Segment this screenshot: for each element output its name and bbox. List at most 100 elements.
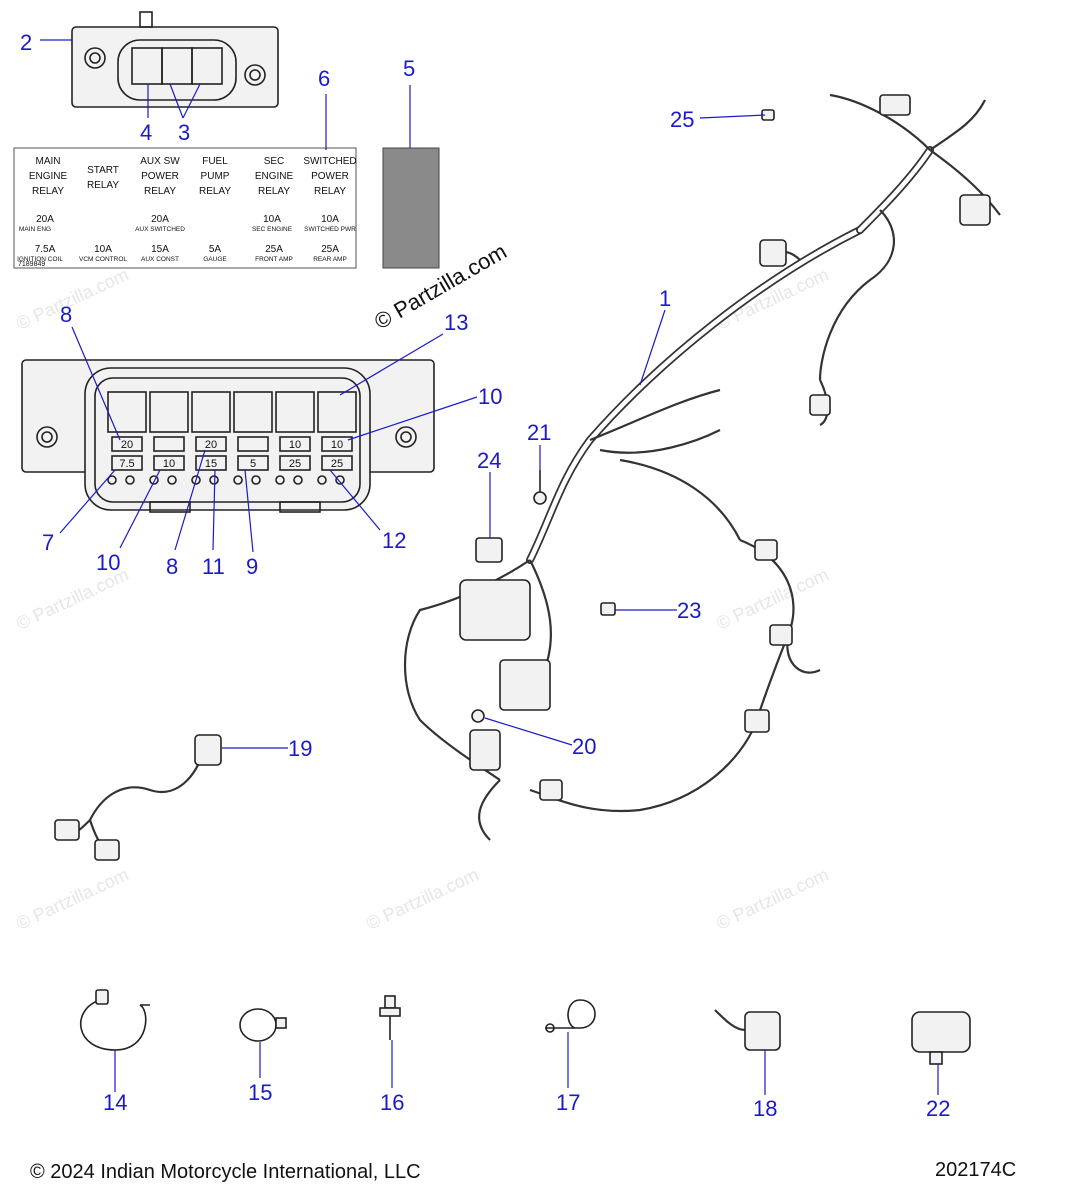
callout-16: 16 (380, 1090, 404, 1115)
relay-slots (107, 391, 357, 433)
fuse-name: GAUGE (203, 256, 227, 263)
callout-23: 23 (677, 598, 701, 623)
part-14-clamp[interactable] (79, 989, 150, 1051)
callout-18: 18 (753, 1096, 777, 1121)
fuse-name: IGNITION COIL (17, 256, 63, 263)
callout-21: 21 (527, 420, 551, 445)
relay-label: SWITCHED (303, 156, 356, 167)
part-relay-mount[interactable] (71, 11, 279, 108)
decal-fuse-row-2: 7.5A IGNITION COIL 10A VCM CONTROL 15A A… (17, 244, 347, 263)
relay-label: RELAY (32, 186, 64, 197)
fuse-name: AUX SWITCHED (135, 226, 185, 233)
relay-label: SEC (264, 156, 285, 167)
fuse-value: 25 (331, 458, 343, 470)
footer-diagram-id: 202174C (935, 1159, 1016, 1181)
part-18-connector[interactable] (714, 1009, 781, 1051)
callout-17: 17 (556, 1090, 580, 1115)
part-24[interactable] (475, 537, 503, 563)
fuse-name: AUX CONST (141, 256, 179, 263)
relay-label: ENGINE (29, 171, 68, 182)
part-21-bolt[interactable] (533, 470, 547, 505)
fuse-row-bottom: 7.5 10 15 5 25 25 (111, 455, 353, 471)
fuse-amp: 15A (151, 244, 169, 255)
fuse-value: 10 (289, 439, 301, 451)
relay-label: AUX SW (140, 156, 180, 167)
footer-copyright: © 2024 Indian Motorcycle International, … (30, 1161, 421, 1183)
callouts: 2 4 3 5 6 8 13 10 7 10 8 11 9 12 1 25 21… (20, 30, 950, 1121)
relay-label: POWER (311, 171, 349, 182)
part-15-tie[interactable] (239, 1008, 287, 1042)
part-22-connector[interactable] (911, 1011, 971, 1065)
fuse-value: 10 (331, 439, 343, 451)
callout-13: 13 (444, 310, 468, 335)
watermark: © Partzilla.com (713, 564, 831, 633)
fuse-value: 10 (163, 458, 175, 470)
fuse-amp: 20A (151, 214, 169, 225)
fuse-name: SEC ENGINE (252, 226, 293, 233)
fuse-decal[interactable]: MAIN ENGINE RELAY START RELAY AUX SW POW… (13, 147, 357, 269)
fuse-box[interactable]: 20 20 10 10 7.5 10 15 5 25 25 (21, 359, 435, 513)
fuse-name: VCM CONTROL (79, 256, 127, 263)
fuse-amp: 20A (36, 214, 54, 225)
callout-11: 11 (202, 554, 225, 579)
watermark: © Partzilla.com (13, 864, 131, 933)
fuse-amp: 5A (209, 244, 222, 255)
part-17-clip[interactable] (545, 999, 596, 1033)
relay-label: POWER (141, 171, 179, 182)
watermark: © Partzilla.com (363, 864, 481, 933)
callout-8: 8 (60, 302, 72, 327)
callout-2: 2 (20, 30, 32, 55)
callout-8: 8 (166, 554, 178, 579)
callout-3: 3 (178, 120, 190, 145)
fuse-value: 20 (121, 439, 133, 451)
watermark: © Partzilla.com (713, 864, 831, 933)
callout-12: 12 (382, 528, 406, 553)
relay-label: RELAY (144, 186, 176, 197)
fuse-amp: 10A (94, 244, 112, 255)
decal-relay-labels: MAIN ENGINE RELAY START RELAY AUX SW POW… (29, 156, 357, 197)
fuse-value: 15 (205, 458, 217, 470)
callout-6: 6 (318, 66, 330, 91)
relay-label: RELAY (87, 180, 119, 191)
callout-25: 25 (670, 107, 694, 132)
fuse-name: REAR AMP (313, 256, 347, 263)
callout-20: 20 (572, 734, 596, 759)
callout-24: 24 (477, 448, 501, 473)
fuse-amp: 25A (265, 244, 283, 255)
relay-label: PUMP (201, 171, 230, 182)
decal-fuse-row-1: 20A MAIN ENG 20A AUX SWITCHED 10A SEC EN… (19, 214, 356, 233)
fuse-amp: 25A (321, 244, 339, 255)
watermark: © Partzilla.com (13, 264, 131, 333)
part-23[interactable] (600, 602, 616, 616)
callout-1: 1 (659, 286, 671, 311)
fuse-name: FRONT AMP (255, 256, 293, 263)
fuse-pins (107, 475, 345, 485)
fuse-amp: 7.5A (35, 244, 56, 255)
part-16-bolt[interactable] (379, 995, 401, 1040)
callout-14: 14 (103, 1090, 127, 1115)
fuse-name: MAIN ENG (19, 226, 51, 233)
watermark: © Partzilla.com (713, 264, 831, 333)
fuse-amp: 10A (321, 214, 339, 225)
fuse-value: 20 (205, 439, 217, 451)
callout-5: 5 (403, 56, 415, 81)
callout-15: 15 (248, 1080, 272, 1105)
fuse-value: 7.5 (119, 458, 134, 470)
relay-label: RELAY (314, 186, 346, 197)
sub-harness[interactable] (54, 734, 222, 861)
callout-4: 4 (140, 120, 152, 145)
callout-10: 10 (478, 384, 502, 409)
part-20[interactable] (471, 709, 485, 723)
relay-label: RELAY (199, 186, 231, 197)
part-blank-label[interactable] (382, 147, 440, 269)
main-wiring-harness[interactable] (403, 93, 1001, 841)
relay-label: ENGINE (255, 171, 294, 182)
relay-label: FUEL (202, 156, 228, 167)
leader-lines (40, 39, 939, 1095)
fuse-amp: 10A (263, 214, 281, 225)
fuse-value: 25 (289, 458, 301, 470)
fuse-value: 5 (250, 458, 256, 470)
fuse-name: SWITCHED PWR (304, 226, 356, 233)
fuse-row-top: 20 20 10 10 (111, 436, 353, 452)
